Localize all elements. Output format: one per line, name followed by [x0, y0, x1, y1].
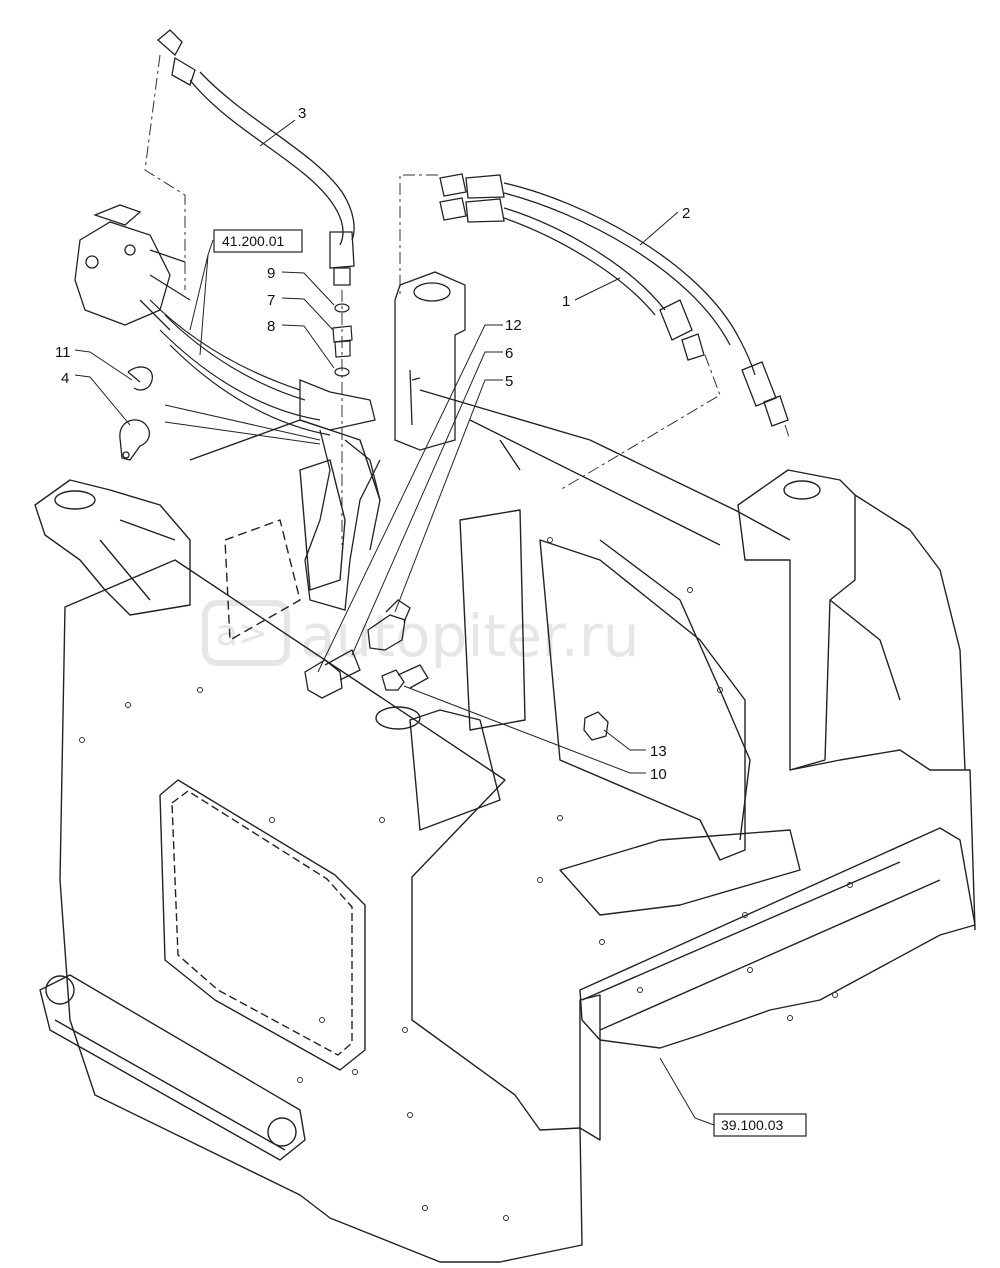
callout-8: 8: [267, 318, 275, 335]
watermark-icon: a>: [216, 613, 268, 654]
callout-4: 4: [61, 370, 69, 387]
leader-13: [603, 729, 646, 751]
leader-ref-upper: [189, 239, 214, 356]
leader-ref-lower: [659, 1057, 715, 1126]
valve-hoses: [149, 299, 331, 436]
clip-4: [119, 419, 151, 461]
frame-holes: [79, 537, 853, 1221]
callout-9: 9: [267, 265, 275, 282]
elbow-6: [367, 614, 406, 651]
hoses-1-2: [439, 173, 789, 427]
fitting-10: [381, 669, 405, 691]
leader-9: [281, 271, 335, 306]
leader-4: [74, 374, 131, 426]
reference-box-upper[interactable]: 41.200.01: [213, 229, 303, 253]
leader-2: [639, 211, 679, 246]
central-mount: [299, 271, 466, 611]
callout-labels: 1 2 3 4 5 6 7 8 9 10 11 12 13: [55, 105, 690, 783]
callout-3: 3: [298, 105, 306, 122]
watermark: a> autopiter.ru: [202, 600, 639, 670]
callout-13: 13: [650, 743, 667, 760]
leader-6: [351, 351, 503, 656]
leader-5: [394, 379, 503, 613]
hose-3-dashed-leader: [144, 54, 186, 290]
hoses-1-2-dashed-leader: [399, 174, 791, 491]
callout-10: 10: [650, 766, 667, 783]
hydraulic-valve: [74, 204, 191, 331]
leader-10: [403, 685, 646, 774]
fittings-lower: [304, 599, 609, 741]
leader-1: [574, 277, 621, 301]
leader-3: [259, 119, 296, 147]
o-ring-9: [334, 303, 350, 313]
reference-box-lower[interactable]: 39.100.03: [713, 1113, 807, 1137]
callout-1: 1: [562, 293, 570, 310]
callout-6: 6: [505, 345, 513, 362]
adapter-7: [332, 325, 353, 343]
hose-3: [157, 29, 355, 286]
leader-lines: [74, 119, 715, 1126]
leader-7: [281, 297, 334, 331]
reference-label-lower: 39.100.03: [721, 1117, 783, 1133]
watermark-icon-frame: [202, 600, 290, 666]
callout-11: 11: [55, 344, 71, 361]
clamp-11: [127, 366, 153, 391]
leader-12: [317, 324, 503, 673]
watermark-text: autopiter.ru: [300, 602, 639, 670]
leader-11: [74, 349, 133, 381]
chassis-frame: [34, 389, 976, 1263]
fitting-12: [304, 659, 343, 699]
callout-2: 2: [682, 205, 690, 222]
callout-12: 12: [505, 317, 522, 334]
cap-13: [583, 711, 609, 741]
leader-block-wedge: [164, 404, 321, 445]
reference-label-upper: 41.200.01: [222, 233, 284, 249]
callout-7: 7: [267, 292, 275, 309]
leader-8: [281, 324, 335, 369]
callout-5: 5: [505, 373, 513, 390]
